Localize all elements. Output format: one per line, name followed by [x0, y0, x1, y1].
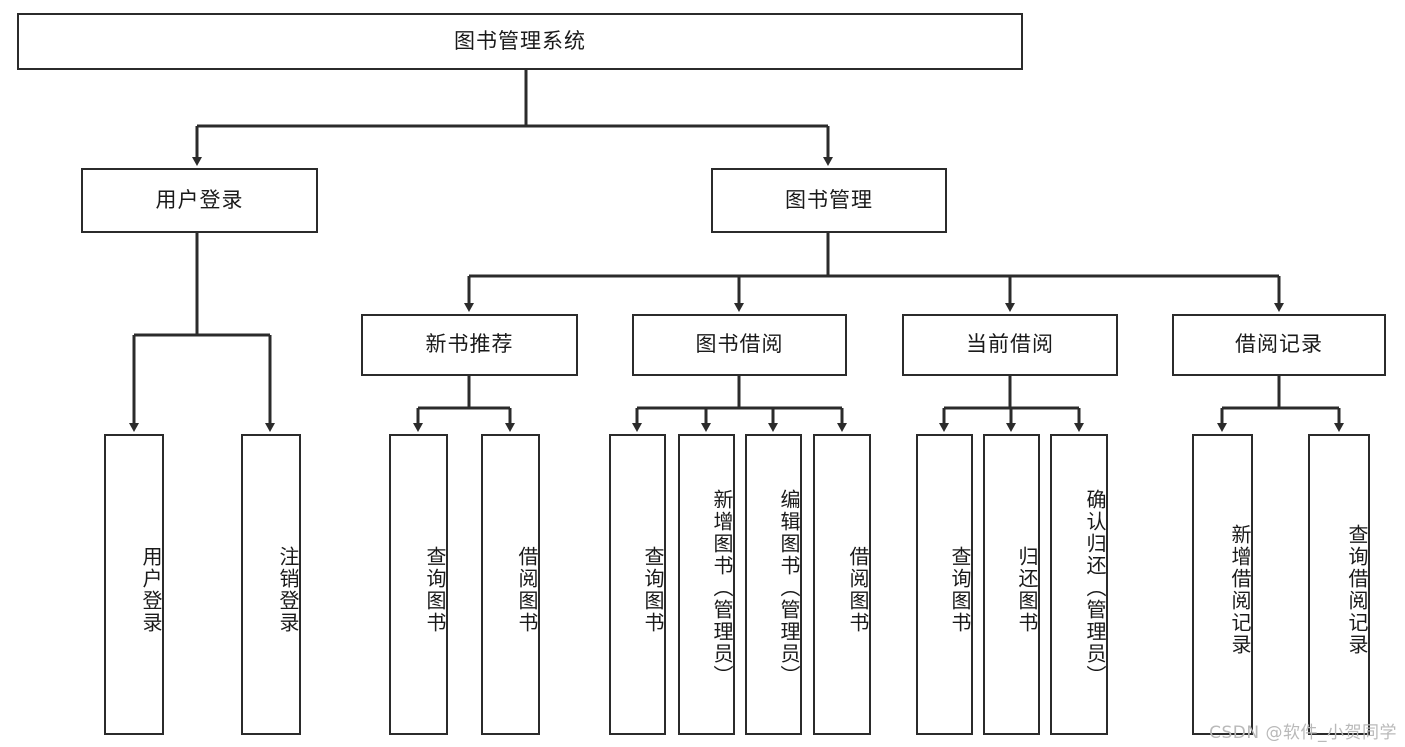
node-leaf-borrow-book-1-label: 借阅图书 — [515, 545, 539, 634]
node-leaf-query-record[interactable]: 查询借阅记录 — [1308, 434, 1370, 735]
node-user-login-label: 用户登录 — [155, 187, 244, 212]
node-leaf-borrow-book-2[interactable]: 借阅图书 — [813, 434, 871, 735]
node-leaf-user-login[interactable]: 用户登录 — [104, 434, 164, 735]
node-root-system-label: 图书管理系统 — [454, 28, 586, 53]
node-leaf-query-record-label: 查询借阅记录 — [1345, 523, 1369, 656]
node-leaf-add-book-label: 新增图书（管理员） — [710, 488, 734, 687]
node-leaf-add-record[interactable]: 新增借阅记录 — [1192, 434, 1253, 735]
node-borrow-record[interactable]: 借阅记录 — [1172, 314, 1386, 376]
node-root-system[interactable]: 图书管理系统 — [17, 13, 1023, 70]
node-user-login[interactable]: 用户登录 — [81, 168, 318, 233]
node-new-book-recommend-label: 新书推荐 — [425, 332, 514, 357]
node-current-borrow[interactable]: 当前借阅 — [902, 314, 1118, 376]
node-book-borrow-label: 图书借阅 — [695, 332, 784, 357]
node-leaf-borrow-book-1[interactable]: 借阅图书 — [481, 434, 540, 735]
node-leaf-edit-book[interactable]: 编辑图书（管理员） — [745, 434, 802, 735]
node-leaf-query-book-1-label: 查询图书 — [423, 545, 447, 634]
node-leaf-borrow-book-2-label: 借阅图书 — [846, 545, 870, 634]
node-leaf-logout-login[interactable]: 注销登录 — [241, 434, 301, 735]
node-leaf-add-book[interactable]: 新增图书（管理员） — [678, 434, 735, 735]
node-leaf-user-login-label: 用户登录 — [139, 545, 163, 634]
node-borrow-record-label: 借阅记录 — [1235, 332, 1323, 357]
node-leaf-query-book-3-label: 查询图书 — [948, 545, 972, 634]
csdn-watermark: CSDN @软件_小贺同学 — [1209, 723, 1397, 743]
node-leaf-logout-login-label: 注销登录 — [276, 545, 300, 634]
node-leaf-return-book[interactable]: 归还图书 — [983, 434, 1040, 735]
node-leaf-query-book-1[interactable]: 查询图书 — [389, 434, 448, 735]
node-leaf-query-book-3[interactable]: 查询图书 — [916, 434, 973, 735]
node-leaf-confirm-return[interactable]: 确认归还（管理员） — [1050, 434, 1108, 735]
node-book-borrow[interactable]: 图书借阅 — [632, 314, 847, 376]
node-leaf-return-book-label: 归还图书 — [1015, 545, 1039, 634]
node-current-borrow-label: 当前借阅 — [966, 332, 1054, 357]
node-leaf-confirm-return-label: 确认归还（管理员） — [1083, 488, 1107, 687]
node-leaf-edit-book-label: 编辑图书（管理员） — [777, 488, 801, 687]
node-book-manage[interactable]: 图书管理 — [711, 168, 947, 233]
node-leaf-query-book-2[interactable]: 查询图书 — [609, 434, 666, 735]
node-leaf-query-book-2-label: 查询图书 — [641, 545, 665, 634]
node-leaf-add-record-label: 新增借阅记录 — [1228, 523, 1252, 656]
node-new-book-recommend[interactable]: 新书推荐 — [361, 314, 578, 376]
node-book-manage-label: 图书管理 — [785, 187, 873, 212]
